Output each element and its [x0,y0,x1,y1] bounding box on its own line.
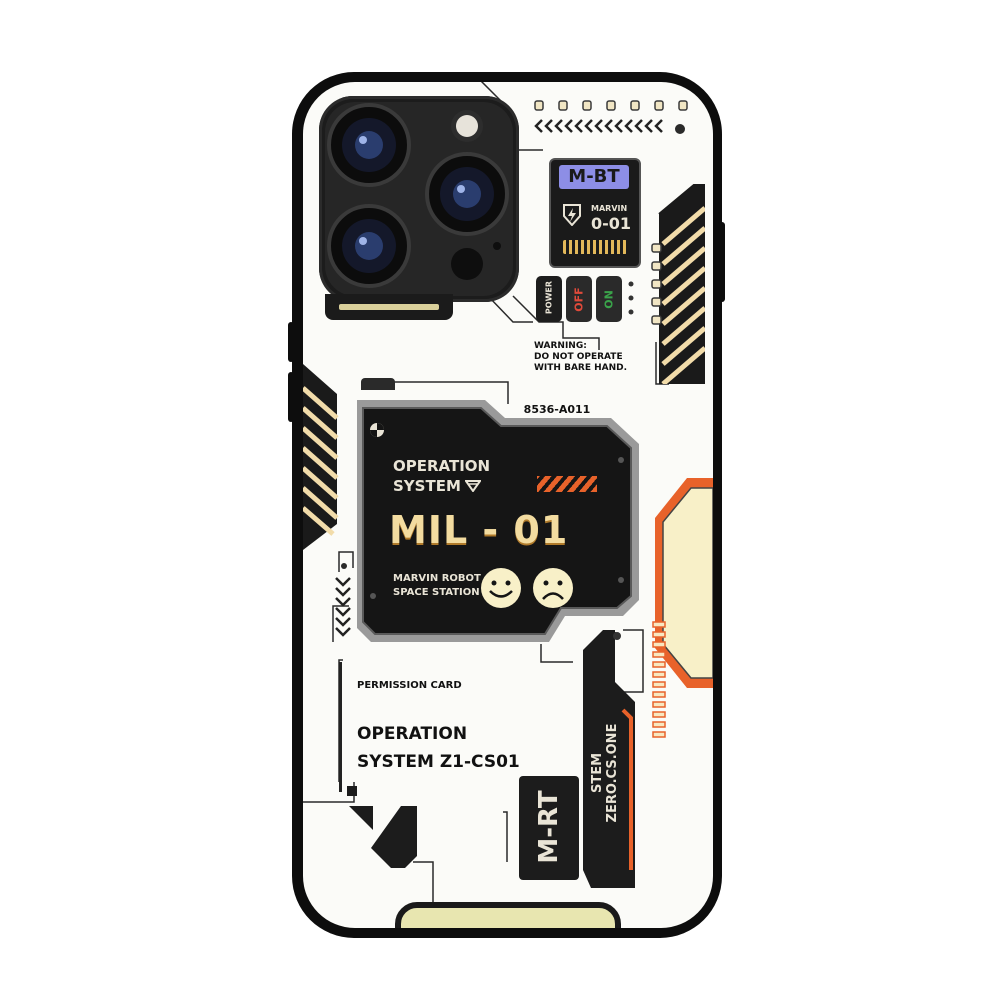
bolt-shield-icon [563,204,581,226]
warning-text: WARNING: DO NOT OPERATE WITH BARE HAND. [534,341,627,374]
chevron-down-column-icon [333,576,353,646]
vertical-label-tower: STEM ZERO.CS.ONE [573,630,643,888]
mrt-label: M-RT [534,790,564,864]
led-dot-row [533,99,693,113]
off-switch: OFF [566,276,592,322]
mbt-chip-card: M-BT MARVIN 0-01 [549,158,641,268]
hazard-stripes-right [655,184,705,384]
permission-card-label: PERMISSION CARD [357,680,462,691]
chevron-left-row-icon [533,118,673,134]
camera-module [319,96,519,302]
vertical-label-text: STEM ZERO.CS.ONE [590,723,620,823]
main-display-panel: 8536-A011 OPERATION SYSTEM MIL - 01 MARV… [349,400,639,642]
chip-contacts [563,240,627,254]
on-switch: ON [596,276,622,322]
serial-number: 8536-A011 [523,403,591,416]
screen-model: MIL - 01 [389,508,569,552]
action-button [288,322,294,362]
triangle-down-icon [464,480,481,492]
case-back-panel: M-BT MARVIN 0-01 POWER OFF ON [303,82,713,928]
hazard-stripes-left [303,364,345,550]
operation-system-label: OPERATION SYSTEM Z1-CS01 [357,720,520,776]
screen-subtitle-line-1: MARVIN ROBOT [393,573,481,584]
permission-card-marker [339,662,342,792]
screen-top-bracket [361,378,395,390]
operation-system-line-2: SYSTEM Z1-CS01 [357,752,520,772]
camera-base-plate [325,294,453,320]
warning-line-1: WARNING: [534,341,587,351]
screen-subtitle: MARVIN ROBOT SPACE STATION [393,572,481,600]
power-switch-panel: POWER OFF ON [536,276,634,322]
led-dot-column [650,242,664,342]
orange-led-column [651,620,667,740]
geometric-shapes [343,786,433,876]
smiley-sad-icon [531,566,575,610]
marvin-code: 0-01 [591,214,632,233]
power-label: POWER [536,276,562,322]
mrt-block: M-RT [519,776,579,880]
screen-title-line-1: OPERATION [393,457,491,475]
marvin-label: MARVIN [591,204,628,213]
screen-subtitle-line-2: SPACE STATION [393,587,480,598]
orange-stripe-badge [537,476,597,492]
smiley-happy-icon [479,566,523,610]
gear-badge-icon [369,422,385,438]
orange-hex-panel [653,478,713,688]
power-button [719,222,725,302]
screen-title-line-2: SYSTEM [393,477,461,495]
mbt-top-label: M-BT [559,165,629,189]
warning-line-3: WITH BARE HAND. [534,363,628,373]
camera-lens-icon [327,103,411,187]
operation-system-line-1: OPERATION [357,724,468,744]
warning-line-2: DO NOT OPERATE [534,352,623,362]
volume-up-button [288,372,294,422]
screen-title: OPERATION SYSTEM [393,456,490,496]
bottom-cutout [395,902,621,928]
